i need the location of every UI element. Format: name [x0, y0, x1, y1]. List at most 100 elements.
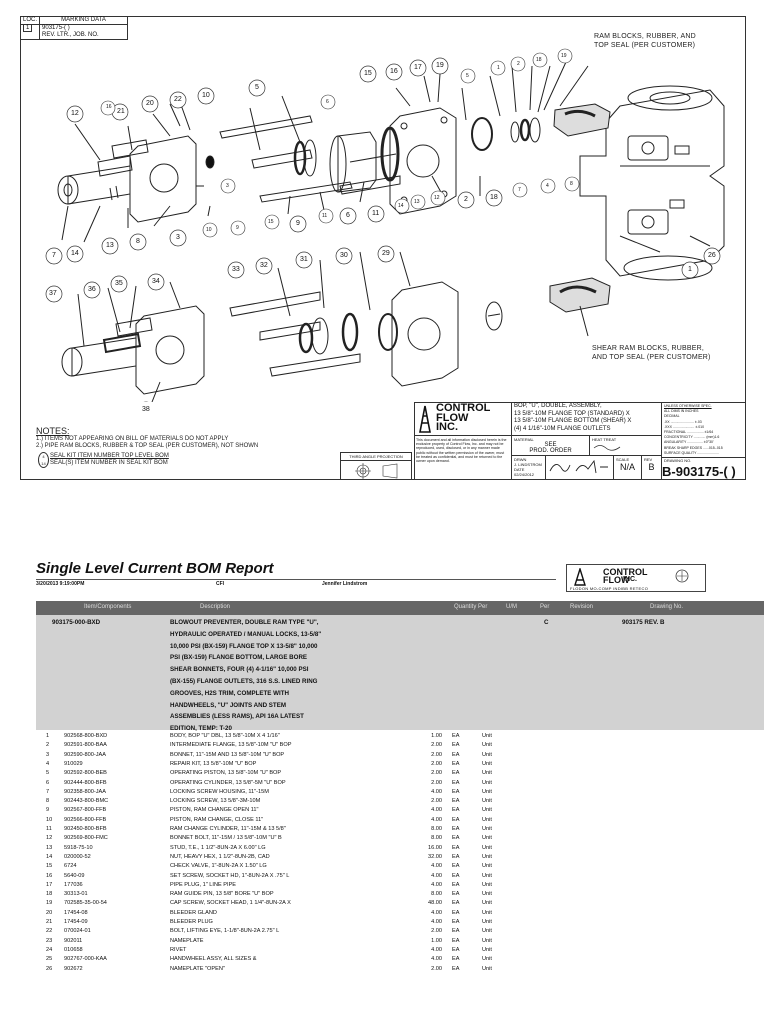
- item-balloons: [45, 48, 721, 402]
- unit-of-measure: EA: [452, 900, 460, 907]
- seal-balloon-14: 14: [398, 203, 404, 209]
- per-unit: Unit: [482, 733, 492, 739]
- per-unit: Unit: [482, 909, 492, 916]
- heat-treat-cell: HEAT TREAT: [590, 436, 662, 456]
- quantity: 4.00: [431, 909, 442, 916]
- part-number: 070024-01: [64, 928, 91, 935]
- unit-of-measure: EA: [452, 826, 460, 832]
- part-number: 177036: [64, 881, 83, 888]
- seal-balloon-10: 10: [206, 227, 212, 233]
- part-description: REPAIR KIT, 13 5/8"-10M "U" BOP: [170, 760, 257, 767]
- part-description: OPERATING CYLINDER, 13 5/8"-5M "U" BOP: [170, 779, 286, 786]
- bop-body-outline: [579, 89, 725, 277]
- balloon-33: 33: [232, 266, 240, 273]
- per-unit: Unit: [482, 807, 492, 814]
- per-unit: Unit: [482, 751, 492, 758]
- seal-balloon-1: 1: [497, 65, 500, 71]
- row-number: 11: [46, 826, 52, 832]
- seal-balloon-19: 19: [561, 53, 567, 59]
- part-description: NAMEPLATE: [170, 937, 204, 944]
- shear-ram-block: [549, 277, 611, 313]
- part-description: BLEEDER GLAND: [170, 909, 217, 916]
- balloon-36: 36: [88, 286, 96, 293]
- unit-of-measure: EA: [452, 816, 460, 823]
- row-number: 16: [46, 872, 53, 879]
- part-number: 30313-01: [64, 891, 88, 898]
- quantity: 16.00: [428, 844, 442, 851]
- notes-header: NOTES:: [36, 426, 70, 436]
- per-unit: Unit: [482, 816, 492, 823]
- unit-of-measure: EA: [452, 779, 460, 786]
- row-number: 12: [46, 835, 53, 842]
- signature-mark: [593, 445, 621, 451]
- balloon-13: 13: [106, 242, 114, 249]
- quantity: 2.00: [431, 742, 442, 749]
- balloon-9: 9: [296, 220, 300, 227]
- row-number: 13: [46, 844, 53, 851]
- seal-balloon-8: 8: [570, 181, 573, 187]
- quantity: 4.00: [431, 872, 442, 879]
- balloon-30: 30: [340, 252, 348, 259]
- bom-header-bar: Item/Components Description Quantity Per…: [36, 601, 764, 615]
- intermediate-flange-lower: [391, 281, 459, 387]
- part-description: NAMEPLATE "OPEN": [170, 965, 225, 972]
- quantity: 1.00: [431, 937, 442, 944]
- part-description: BODY, BOP "U" DBL, 13 5/8"-10M X 4 1/16": [170, 733, 280, 739]
- row-number: 20: [46, 909, 53, 916]
- part-number: 902590-800-JAA: [64, 751, 106, 758]
- per-unit: Unit: [482, 853, 492, 860]
- part-number: 902672: [64, 965, 83, 972]
- quantity: 4.00: [431, 788, 442, 795]
- per-unit: Unit: [482, 760, 492, 767]
- header-per: Per: [540, 604, 550, 610]
- legend-seals: SEAL(S) ITEM NUMBER IN SEAL KIT BOM: [50, 460, 168, 466]
- balloon-10: 10: [202, 92, 210, 99]
- per-unit: Unit: [482, 891, 492, 898]
- balloon-20: 20: [146, 100, 154, 107]
- balloon-7: 7: [52, 252, 56, 259]
- per-unit: Unit: [482, 937, 492, 944]
- unit-of-measure: EA: [452, 909, 460, 916]
- unit-of-measure: EA: [452, 946, 460, 953]
- part-number: 5918-75-10: [64, 844, 93, 851]
- unit-of-measure: EA: [452, 844, 460, 851]
- title-block-logo: CONTROL FLOW INC.: [414, 402, 512, 436]
- quantity: 4.00: [431, 816, 442, 823]
- part-description: HANDWHEEL ASSY, ALL SIZES &: [170, 956, 257, 963]
- part-number: 902569-800-FMC: [64, 835, 108, 842]
- quantity: 4.00: [431, 863, 442, 870]
- report-user: Jennifer Lindstrom: [322, 581, 368, 587]
- part-number: 020000-52: [64, 853, 91, 860]
- part-number: 902592-800-BEB: [64, 770, 107, 777]
- row-number: 26: [46, 965, 53, 972]
- part-description: BLEEDER PLUG: [170, 919, 213, 925]
- quantity: 2.00: [431, 928, 442, 935]
- part-number: 902443-800-BMC: [64, 798, 109, 805]
- balloon-34: 34: [152, 278, 160, 285]
- part-number: 902011: [64, 937, 83, 944]
- quantity: 2.00: [431, 798, 442, 805]
- per-unit: Unit: [482, 928, 492, 935]
- drawing-no-label: DRAWING NO.: [664, 458, 692, 463]
- part-number: 902358-800-JAA: [64, 788, 106, 795]
- balloon-29: 29: [382, 250, 390, 257]
- assembly-drawing: 903175 REV. B: [622, 619, 665, 626]
- header-um: U/M: [506, 604, 517, 610]
- part-description: PIPE PLUG, 1" LINE PIPE: [170, 881, 237, 888]
- unit-of-measure: EA: [452, 807, 460, 814]
- derrick-logo-icon: [574, 568, 586, 586]
- per-unit: Unit: [482, 872, 492, 879]
- balloon-19: 19: [436, 62, 444, 69]
- report-date: 3/20/2013 9:19:00PM: [36, 581, 85, 587]
- unit-of-measure: EA: [452, 956, 460, 963]
- marking-data-table: LOC. MARKING DATA 1 903175-( ) REV. LTR.…: [19, 16, 128, 46]
- unit-of-measure: EA: [452, 965, 460, 972]
- per-unit: Unit: [482, 844, 492, 851]
- row-number: 17: [46, 881, 53, 888]
